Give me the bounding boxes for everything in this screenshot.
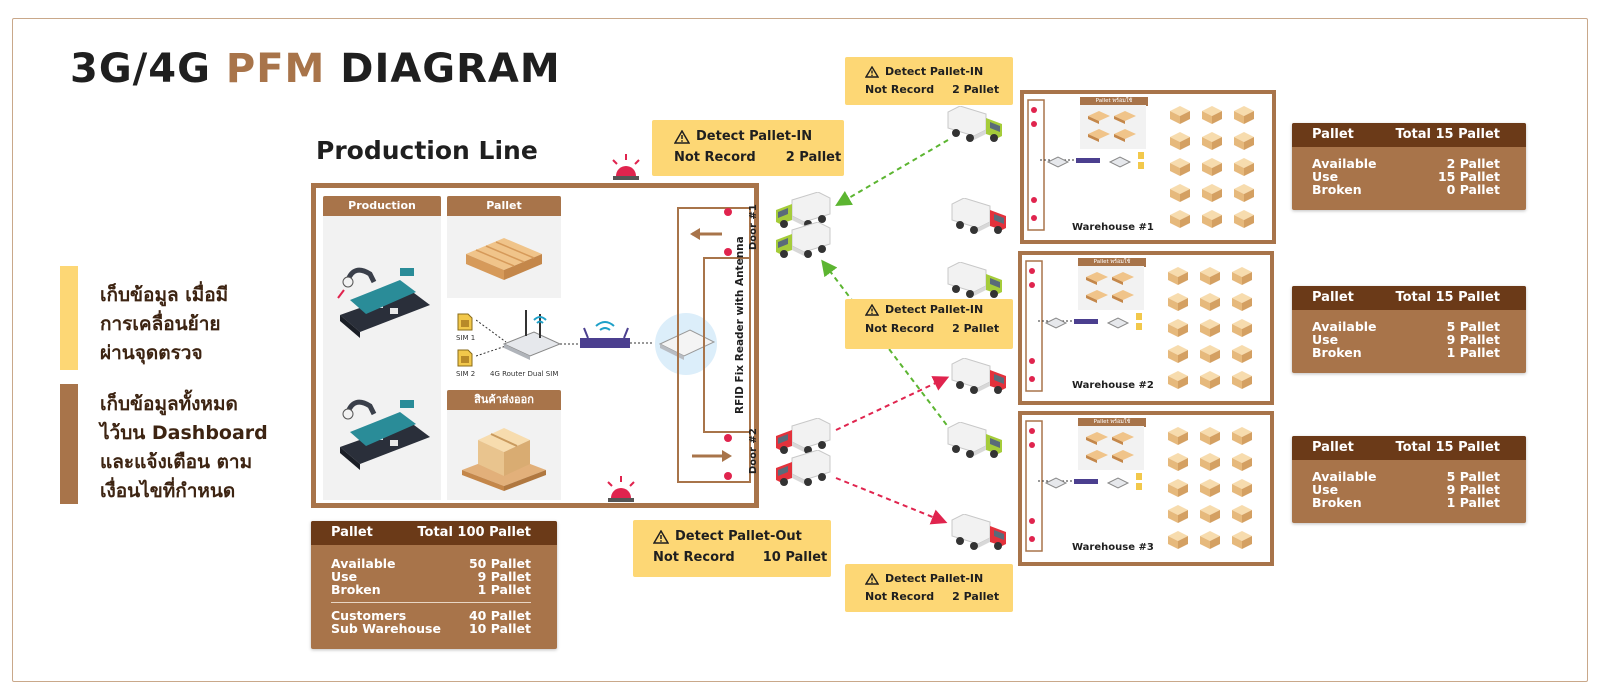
pallet-header: Pallet <box>447 196 561 216</box>
arrow-door2-to-wh3 <box>835 477 948 525</box>
legend-swatch-brown <box>60 384 78 504</box>
warehouse-3-inner-head: Pallet พร้อมใช้ <box>1078 418 1146 427</box>
warehouse-2-label: Warehouse #2 <box>1072 380 1154 391</box>
warning-icon <box>674 129 690 144</box>
router-network-icon <box>476 310 654 360</box>
sim1-label: SIM 1 <box>456 334 476 342</box>
arrow-door2-to-wh2 <box>835 376 950 431</box>
stat-head-label: Pallet <box>331 525 373 540</box>
section-title-production-line: Production Line <box>316 136 538 165</box>
truck-red-icon <box>951 358 1006 394</box>
warehouse-1 <box>1020 90 1276 244</box>
warning-icon <box>865 572 879 585</box>
truck-green-icon <box>947 262 1002 298</box>
warning-icon <box>865 65 879 78</box>
stat-head-total: Total 100 Pallet <box>417 525 531 540</box>
truck-red-icon <box>776 418 831 454</box>
sim2-label: SIM 2 <box>456 370 476 378</box>
sim-card-icon-2 <box>457 349 473 367</box>
rfid-reader-icon <box>655 313 717 375</box>
warning-icon <box>653 529 669 544</box>
arrow-wh1-to-door1 <box>835 139 949 207</box>
robot-arm-conveyor-icon-2 <box>340 399 430 470</box>
warehouse-2-interior <box>1025 260 1252 392</box>
outer-frame <box>12 18 1588 682</box>
siren-icon <box>612 154 640 180</box>
wooden-pallet-icon <box>466 238 542 280</box>
warehouse-3-label: Warehouse #3 <box>1072 542 1154 553</box>
page-title: 3G/4G PFM DIAGRAM <box>70 46 561 92</box>
siren-icon-2 <box>607 476 635 502</box>
router-label: 4G Router Dual SIM <box>490 370 559 378</box>
warehouse-1-inner-head: Pallet พร้อมใช้ <box>1080 97 1148 106</box>
export-header: สินค้าส่งออก <box>447 390 561 410</box>
robot-arm-conveyor-icon <box>337 267 430 338</box>
warehouse-2-inner-head: Pallet พร้อมใช้ <box>1078 258 1146 267</box>
truck-red-icon <box>951 514 1006 550</box>
warehouse-3 <box>1018 411 1274 566</box>
truck-red-icon <box>951 198 1006 234</box>
arrow-wh3-to-door1 <box>821 259 953 433</box>
truck-green-icon <box>947 422 1002 458</box>
warehouse-2 <box>1018 251 1274 405</box>
warning-icon <box>865 303 879 316</box>
warehouse-3-interior <box>1025 420 1252 552</box>
legend-swatch-yellow <box>60 266 78 370</box>
truck-green-icon <box>776 222 831 258</box>
truck-green-icon <box>776 192 831 228</box>
export-box-icon <box>462 428 546 491</box>
warehouse-1-label: Warehouse #1 <box>1072 222 1154 233</box>
legend-text-1: เก็บข้อมูล เมื่อมี การเคลื่อนย้าย ผ่านจุ… <box>100 284 229 364</box>
production-header: Production <box>323 196 441 216</box>
warehouse-1-interior <box>1027 99 1254 231</box>
legend-text-2: เก็บข้อมูลทั้งหมด ไว้บน Dashboard และแจ้… <box>100 393 268 502</box>
rfid-door-frame <box>677 207 751 483</box>
truck-green-icon <box>947 106 1002 142</box>
truck-red-icon <box>776 450 831 486</box>
sim-card-icon <box>457 313 473 331</box>
